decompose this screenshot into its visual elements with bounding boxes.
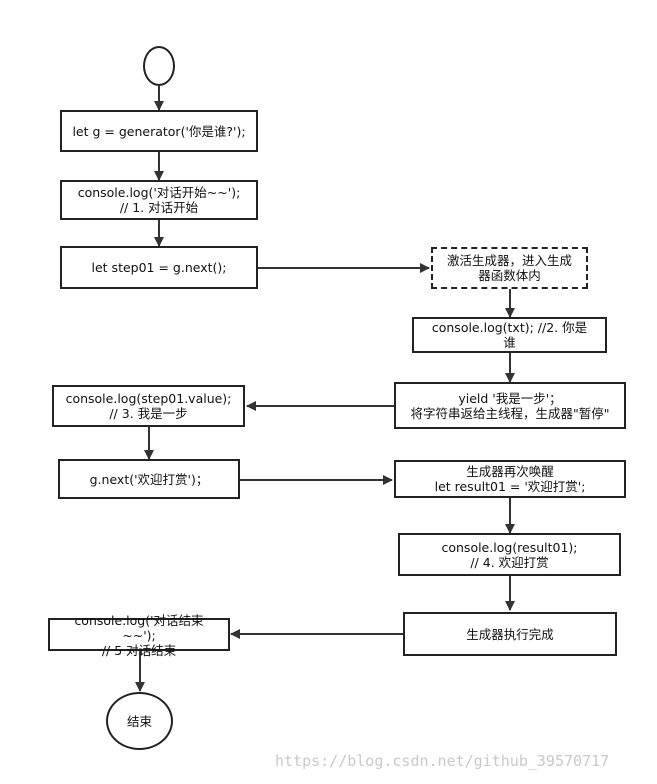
log-step-value-node: console.log(step01.value); // 3. 我是一步: [52, 385, 245, 427]
yield-node: yield '我是一步'； 将字符串返给主线程，生成器"暂停": [394, 382, 626, 429]
next-call-node: let step01 = g.next();: [60, 246, 258, 289]
log-end-text: console.log('对话结束 ~~'); // 5 对话结束: [74, 613, 204, 658]
generator-done-node: 生成器执行完成: [403, 612, 617, 656]
generator-call-node: let g = generator('你是谁?');: [60, 110, 258, 152]
next-reward-node: g.next('欢迎打赏')；: [58, 459, 240, 499]
activate-generator-node: 激活生成器，进入生成 器函数体内: [431, 247, 588, 289]
log-end-node: console.log('对话结束 ~~'); // 5 对话结束: [48, 613, 230, 658]
watermark-text: https://blog.csdn.net/github_39570717: [275, 752, 610, 770]
end-node: 结束: [106, 692, 173, 750]
log-start-node: console.log('对话开始~~'); // 1. 对话开始: [60, 180, 258, 220]
log-result-node: console.log(result01); // 4. 欢迎打赏: [398, 533, 621, 576]
log-txt-node: console.log(txt); //2. 你是 谁: [412, 317, 607, 353]
start-node: [143, 46, 175, 86]
generator-wake-node: 生成器再次唤醒 let result01 = '欢迎打赏';: [394, 460, 626, 498]
